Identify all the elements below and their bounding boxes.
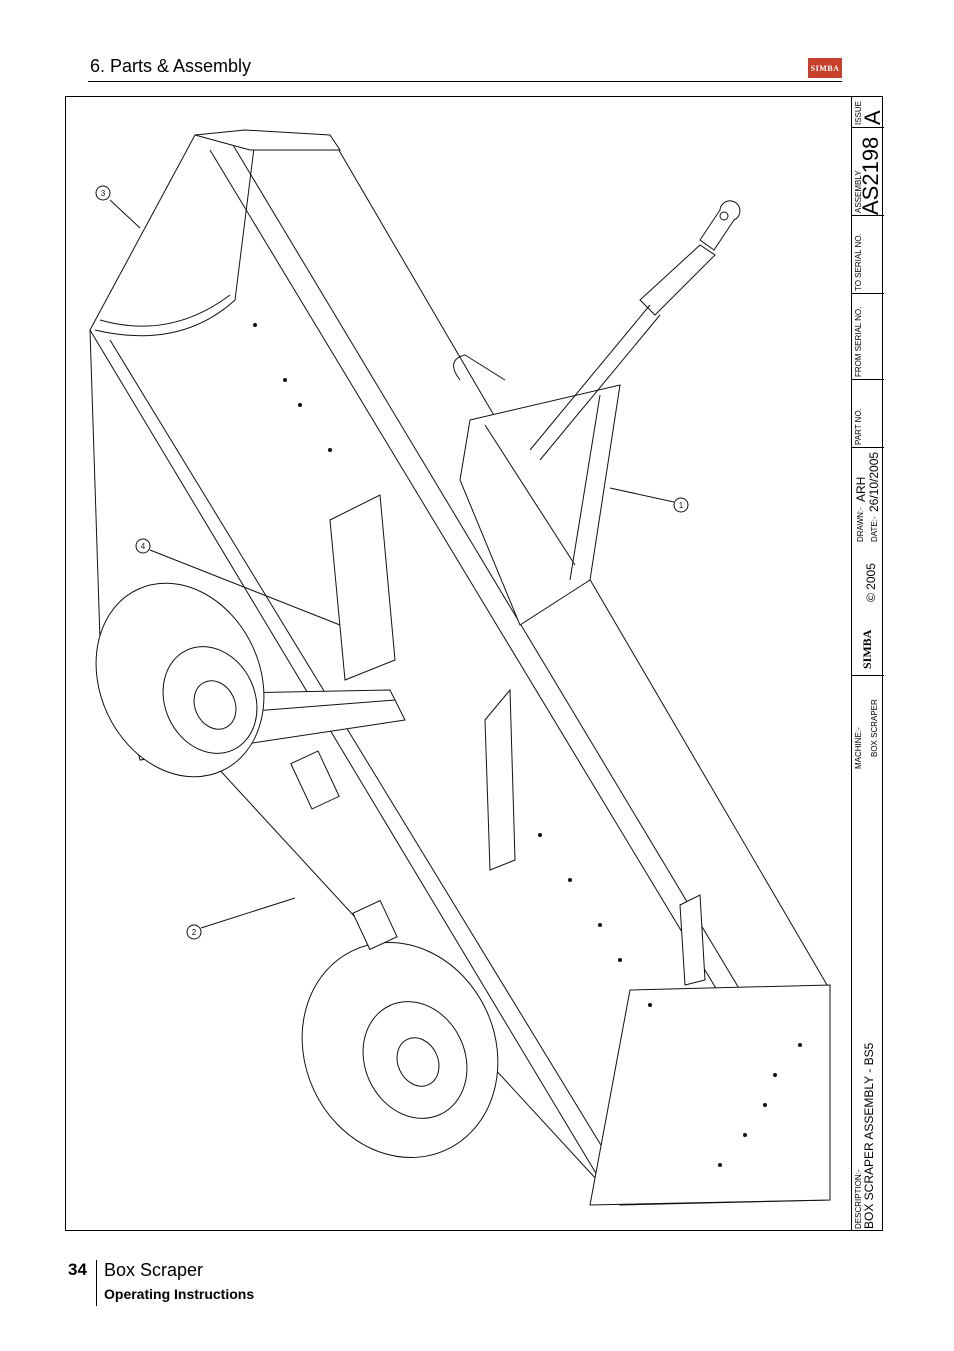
box-scraper-drawing: 3 4 1 2 <box>89 129 831 1206</box>
drawing-frame <box>65 96 883 1231</box>
machine-value: BOX SCRAPER <box>870 699 879 757</box>
date-value: 26/10/2005 <box>867 451 881 512</box>
hitch-frame <box>459 384 621 626</box>
date-label: DATE:- <box>870 516 879 542</box>
simba-logo: SIMBA <box>808 58 842 78</box>
to-serial-label: TO SERIAL NO. <box>854 233 863 291</box>
description-value: BOX SCRAPER ASSEMBLY - BS5 <box>862 1042 876 1229</box>
from-serial-label: FROM SERIAL NO. <box>854 306 863 377</box>
issue-value: A <box>860 110 885 125</box>
rear-wheel <box>301 942 499 1158</box>
footer-subtitle: Operating Instructions <box>104 1286 255 1302</box>
section-title: 6. Parts & Assembly <box>90 56 252 76</box>
front-wheel <box>95 582 265 778</box>
footer-title: Box Scraper <box>104 1260 204 1280</box>
top-link <box>639 244 716 316</box>
copyright: © 2005 <box>864 563 878 602</box>
page-number: 34 <box>68 1260 87 1279</box>
callout-2: 2 <box>192 928 197 937</box>
drawn-label: DRAWN:- <box>856 507 865 542</box>
callout-4: 4 <box>141 542 146 551</box>
footer-divider <box>96 1260 97 1306</box>
title-block-logo: SIMBA <box>860 629 874 669</box>
machine-label: MACHINE:- <box>854 727 863 769</box>
assembly-number: AS2198 <box>858 136 883 215</box>
callout-3: 3 <box>101 189 106 198</box>
title-block: ISSUE A ASSEMBLY AS2198 TO SERIAL NO. FR… <box>851 97 885 1230</box>
drawn-by: ARH <box>854 476 868 502</box>
callout-1: 1 <box>679 501 684 510</box>
header-rule <box>88 81 842 82</box>
part-no-label: PART NO. <box>854 408 863 445</box>
